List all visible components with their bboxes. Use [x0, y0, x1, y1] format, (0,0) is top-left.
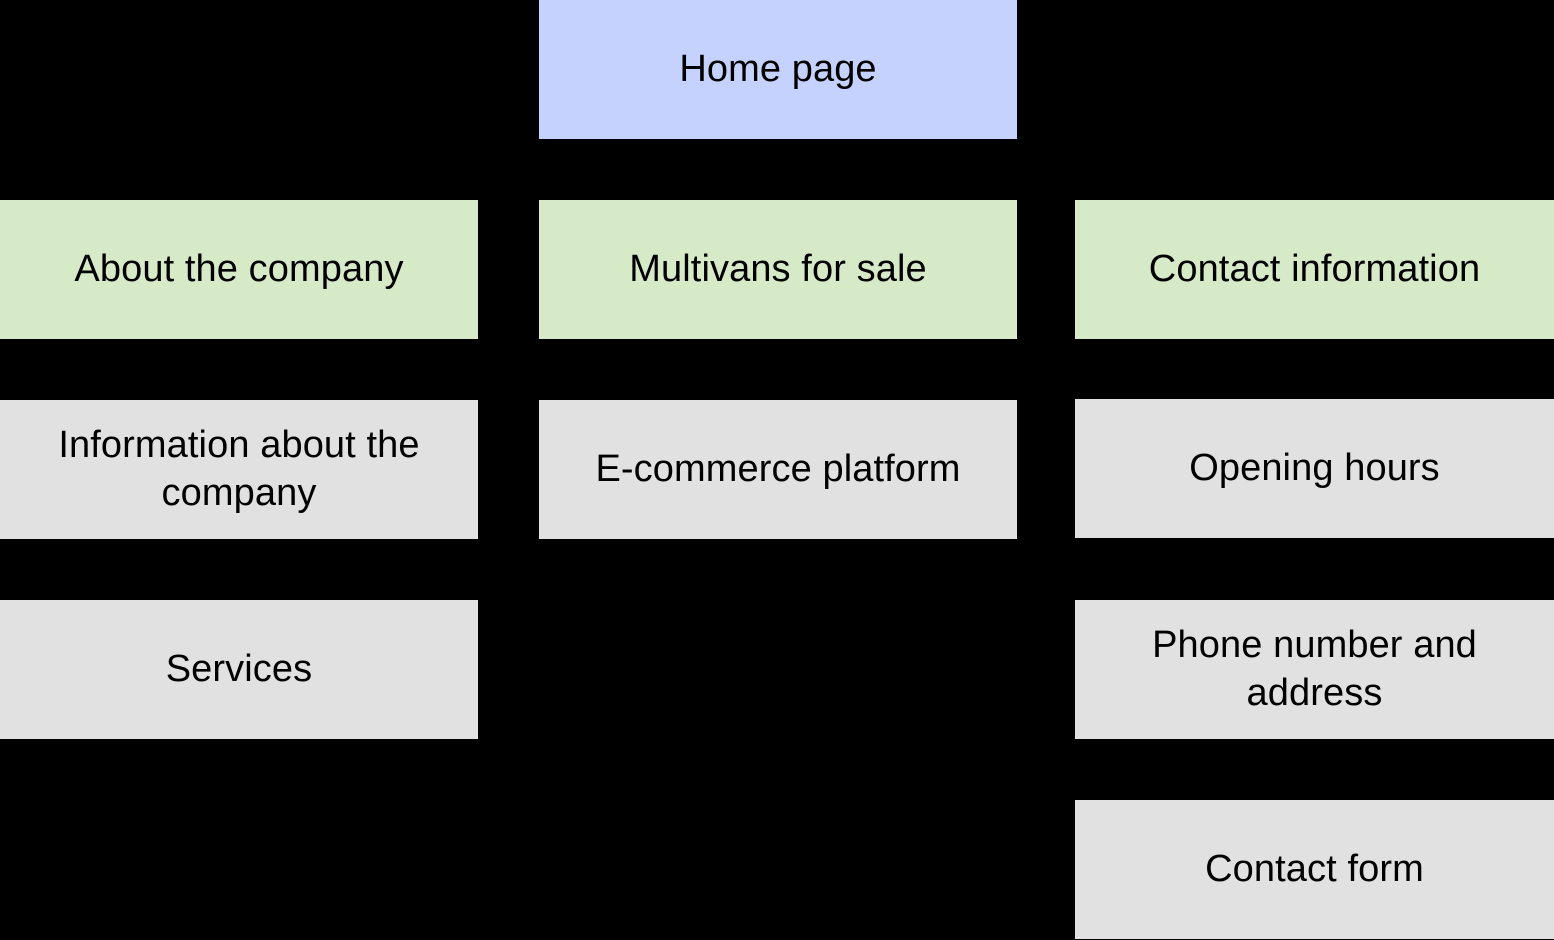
- node-e-commerce-platform[interactable]: E-commerce platform: [539, 400, 1017, 539]
- node-opening-hours[interactable]: Opening hours: [1075, 399, 1554, 538]
- node-phone-number-and-address[interactable]: Phone number and address: [1075, 600, 1554, 739]
- node-contact-information[interactable]: Contact information: [1075, 200, 1554, 339]
- node-contact-form[interactable]: Contact form: [1075, 800, 1554, 939]
- node-services[interactable]: Services: [0, 600, 478, 739]
- node-about-the-company[interactable]: About the company: [0, 200, 478, 339]
- node-multivans-for-sale[interactable]: Multivans for sale: [539, 200, 1017, 339]
- node-home-page[interactable]: Home page: [539, 0, 1017, 139]
- node-information-about-the-company[interactable]: Information about the company: [0, 400, 478, 539]
